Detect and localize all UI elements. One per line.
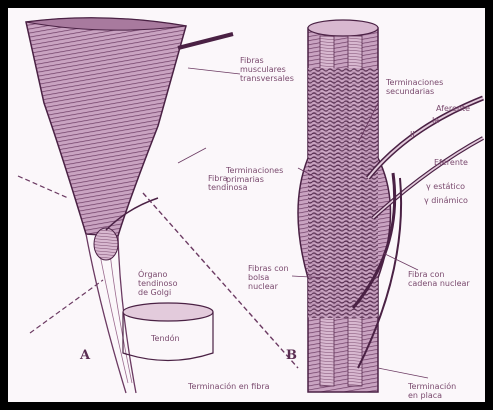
label-terminaciones-primarias: Terminaciones primarias: [226, 166, 283, 184]
tendon-section-top: [123, 303, 213, 321]
zoom-line: [30, 280, 103, 333]
label-aferente: Aferente: [436, 104, 470, 113]
spindle-top: [308, 20, 378, 36]
label-tendon: Tendón: [151, 334, 180, 343]
muscle-belly: [26, 18, 186, 236]
panel-label-b: B: [286, 348, 297, 363]
label-ii: II: [410, 130, 415, 139]
golgi-organ: [94, 228, 118, 260]
label-terminacion-fibra: Terminación en fibra: [188, 382, 270, 391]
panel-label-a: A: [80, 348, 90, 363]
nerve-branch-top: [178, 34, 233, 48]
label-fibras-bolsa: Fibras con bolsa nuclear: [248, 264, 289, 291]
label-terminaciones-secundarias: Terminaciones secundarias: [386, 78, 443, 96]
diagram-frame: Fibras musculares transversales Fibra te…: [8, 8, 485, 402]
efferent-nerve: [373, 138, 483, 218]
label-gamma-estatico: γ estático: [426, 182, 465, 191]
label-fibras-musculares: Fibras musculares transversales: [240, 56, 294, 83]
label-ia: Ia: [432, 116, 439, 125]
primary-coil: [308, 68, 378, 318]
label-eferente: Eferente: [434, 158, 468, 167]
zoom-line: [18, 176, 68, 198]
label-terminacion-placa: Terminación en placa: [408, 382, 456, 400]
label-organo-golgi: Órgano tendinoso de Golgi: [138, 270, 177, 297]
label-gamma-dinamico: γ dinámico: [424, 196, 468, 205]
label-fibra-cadena: Fibra con cadena nuclear: [408, 270, 470, 288]
